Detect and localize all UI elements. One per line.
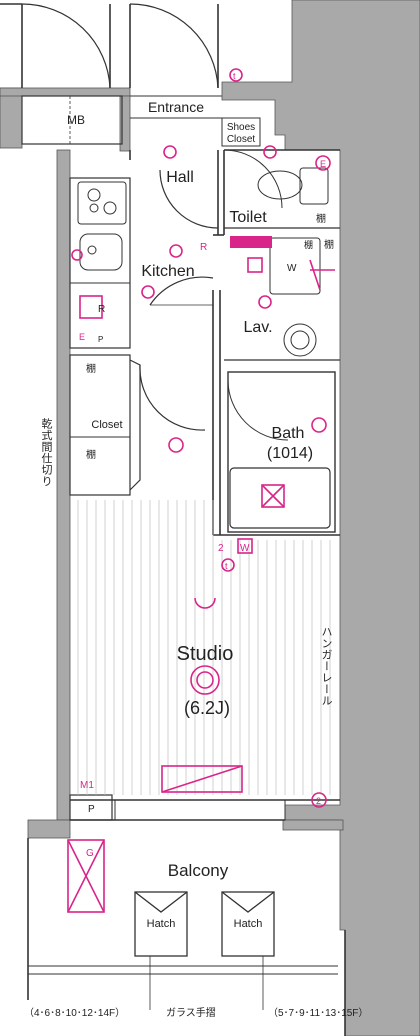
- t-studio-label: t: [225, 561, 228, 571]
- kitchen-label: Kitchen: [141, 263, 194, 280]
- shelf-label-a: 棚: [86, 362, 96, 375]
- t-top-label: t: [233, 71, 236, 81]
- shoes-closet-label-line1: Shoes: [227, 122, 255, 133]
- flooring-pattern: [77, 500, 331, 795]
- w-studio-label: W: [240, 543, 250, 554]
- room-labels: MB Entrance Shoes Closet Hall Toilet Kit…: [67, 99, 313, 930]
- hanger-rail-note: ハンガーレール: [320, 626, 332, 707]
- toilet-label: Toilet: [229, 209, 267, 226]
- wall-outlines: [0, 3, 346, 1036]
- hatch-right-label: Hatch: [234, 918, 263, 930]
- studio-size-label: (6.2J): [184, 698, 230, 718]
- shoes-closet-label-line2: Closet: [227, 134, 256, 145]
- lav-label: Lav.: [243, 319, 272, 336]
- two-studio-label: 2: [218, 543, 224, 554]
- mb-label: MB: [67, 113, 85, 127]
- g-label: G: [86, 848, 94, 859]
- refrigerator-label: R: [98, 304, 105, 315]
- electrical-symbols: [67, 68, 335, 913]
- balcony-label: Balcony: [168, 861, 229, 880]
- closet-label: Closet: [91, 419, 122, 431]
- shelf-label-b: 棚: [86, 448, 96, 461]
- shelf-label-toilet: 棚: [316, 212, 326, 225]
- pipe-label-bottom: P: [88, 804, 95, 815]
- entrance-label: Entrance: [148, 99, 204, 115]
- hatches: [134, 891, 275, 1010]
- m1-label: M1: [80, 780, 94, 791]
- e-left-label: E: [79, 332, 85, 342]
- fixtures: [77, 167, 329, 357]
- footer-center: ガラス手摺: [166, 1006, 216, 1019]
- hatch-left-label: Hatch: [147, 918, 176, 930]
- extra-labels: 棚 P E: [79, 239, 313, 344]
- bath-label: Bath: [272, 425, 305, 442]
- two-bottom-label: 2: [316, 796, 321, 806]
- washer-label: W: [287, 263, 297, 274]
- shelf-label-c: 棚: [304, 239, 313, 250]
- small-labels: 棚 棚 棚 棚 W R P R E t t W 2 2 M1 G: [80, 71, 334, 859]
- drywall-note: 乾式間仕切り: [40, 418, 52, 487]
- shelf-label-lav: 棚: [324, 238, 334, 251]
- door-swings: [21, 3, 289, 491]
- pipe-label-left: P: [98, 335, 103, 344]
- e-upper-label: E: [320, 159, 326, 169]
- bath-size-label: (1014): [267, 445, 313, 462]
- footer-labels: （4･6･8･10･12･14F） ガラス手摺 （5･7･9･11･13･15F…: [24, 1006, 368, 1019]
- studio-label: Studio: [177, 643, 234, 665]
- footer-right-floors: （5･7･9･11･13･15F）: [268, 1007, 368, 1019]
- footer-left-floors: （4･6･8･10･12･14F）: [24, 1007, 125, 1019]
- hall-label: Hall: [166, 169, 194, 186]
- outlet-r-label: R: [200, 242, 207, 253]
